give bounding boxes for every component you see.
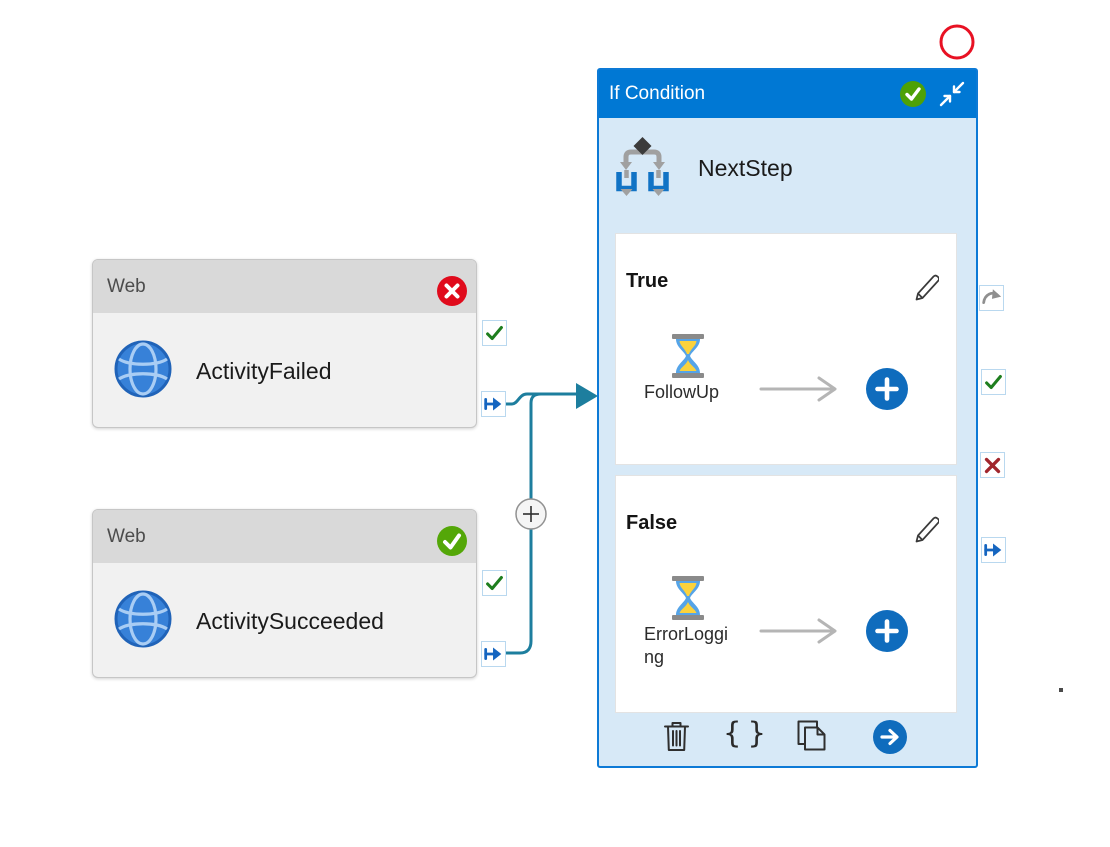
activity-node-errorlogging[interactable]: ErrorLogging (644, 576, 732, 669)
web-globe-icon (114, 590, 172, 653)
output-port-ifcondition[interactable] (981, 537, 1006, 563)
branch-card-false: False ErrorLogging (615, 475, 957, 713)
success-port-ifcondition[interactable] (981, 369, 1006, 395)
activity-type-label: Web (107, 525, 146, 547)
if-condition-icon (613, 136, 672, 201)
success-badge-icon (900, 81, 926, 107)
activity-name: ActivitySucceeded (196, 607, 384, 634)
wait-hourglass-icon (671, 576, 705, 620)
success-port-activitysucceeded[interactable] (482, 570, 507, 596)
braces-icon[interactable]: {} (723, 716, 772, 750)
output-port-activitysucceeded[interactable] (481, 641, 506, 667)
connector-add-button[interactable] (515, 498, 547, 530)
success-badge-icon (437, 526, 467, 556)
skip-port-ifcondition[interactable] (979, 285, 1004, 311)
if-condition-activity-name: NextStep (698, 154, 793, 181)
activity-node-activitysucceeded[interactable]: Web ActivitySucceeded (92, 509, 477, 678)
activity-name: FollowUp (644, 382, 720, 402)
stray-dot (1059, 688, 1063, 692)
copy-icon[interactable] (795, 719, 828, 752)
wait-hourglass-icon (671, 334, 705, 378)
activity-type-label: Web (107, 275, 146, 297)
activity-type-header: Web (93, 510, 476, 563)
activity-type-header: Web (93, 260, 476, 313)
connection-arrowhead (576, 383, 598, 409)
if-condition-header: If Condition (599, 70, 976, 118)
branch-label: False (626, 512, 678, 534)
activity-node-followup[interactable]: FollowUp (644, 334, 732, 404)
error-badge-icon (437, 276, 467, 306)
failure-port-ifcondition[interactable] (980, 452, 1005, 478)
annotation-circle (939, 24, 975, 60)
if-condition-panel[interactable]: If Condition (597, 68, 978, 768)
if-condition-toolbar: {} (599, 712, 976, 766)
activity-name: ErrorLogging (644, 624, 729, 668)
branch-label: True (626, 270, 669, 292)
activity-name: ActivityFailed (196, 357, 332, 384)
edit-pencil-icon[interactable] (913, 272, 940, 302)
connection-from-activityfailed (506, 392, 576, 406)
branch-flow-arrow (759, 376, 837, 402)
branch-flow-arrow (759, 618, 837, 644)
collapse-icon[interactable] (938, 80, 966, 108)
delete-icon[interactable] (663, 720, 690, 753)
activity-node-activityfailed[interactable]: Web ActivityFailed (92, 259, 477, 428)
success-port-activityfailed[interactable] (482, 320, 507, 346)
edit-pencil-icon[interactable] (913, 514, 940, 544)
open-arrow-button[interactable] (873, 720, 907, 754)
add-activity-button[interactable] (866, 368, 908, 410)
web-globe-icon (114, 340, 172, 403)
add-activity-button[interactable] (866, 610, 908, 652)
output-port-activityfailed[interactable] (481, 391, 506, 417)
if-condition-title: If Condition (609, 83, 706, 104)
if-condition-name-row: NextStep (613, 136, 793, 200)
branch-card-true: True FollowUp (615, 233, 957, 465)
